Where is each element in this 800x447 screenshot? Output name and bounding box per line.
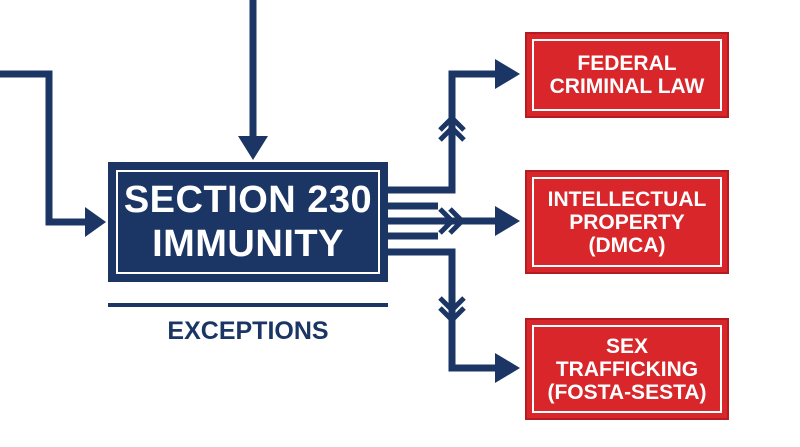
section-230-title-line2: IMMUNITY [152,223,344,265]
chevron-up-icon-2 [438,114,466,132]
chevron-down-icon [438,296,466,314]
chevron-right-icon [438,207,456,235]
arrow-to-ip [388,202,438,240]
section-230-inner: SECTION 230 IMMUNITY [116,170,380,274]
exceptions-label: EXCEPTIONS [167,317,329,345]
arrow-to-federal [388,70,498,194]
chevron-right-icon-2 [448,207,466,235]
arrowhead-federal [495,59,520,89]
section-230-box: SECTION 230 IMMUNITY [108,162,388,282]
chevron-up-icon [438,124,466,142]
arrowhead-left-input [85,207,106,237]
arrowhead-top-input [238,136,268,160]
section-230-title-line1: SECTION 230 [123,179,373,221]
arrow-left-input [0,70,88,226]
chevron-down-icon-2 [438,306,466,324]
arrowhead-ip [495,206,520,236]
arrowhead-sex [495,353,520,383]
